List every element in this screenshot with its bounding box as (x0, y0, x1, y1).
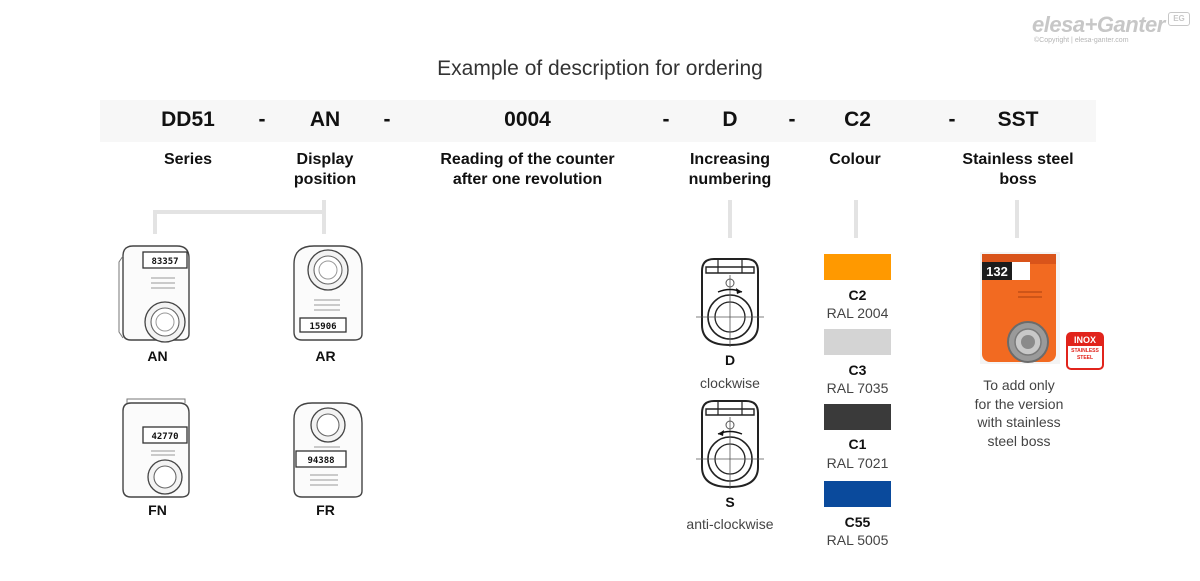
inox-badge-line: STEEL (1076, 355, 1094, 361)
counter-fr-icon: 94388 (293, 402, 363, 498)
label-colour: Colour (829, 151, 881, 168)
label-boss-line: Stainless steel (962, 151, 1074, 168)
brand-logo: elesa+Ganter EG ©Copyright | elesa-gante… (1032, 10, 1192, 50)
boss-note-line: To add only (983, 377, 1055, 393)
stainless-boss-photo-icon: 132 (980, 252, 1060, 364)
boss-note: To add only for the version with stainle… (950, 376, 1088, 450)
logo-text: elesa+Ganter (1032, 12, 1165, 37)
colour-ral: RAL 7035 (826, 380, 889, 396)
label-series: Series (163, 151, 213, 168)
code-separator: - (383, 108, 391, 131)
code-reading: 0004 (504, 108, 551, 131)
colour-code: C1 (848, 436, 867, 452)
boss-note-line: with stainless (977, 414, 1061, 430)
colour-ral: RAL 7021 (826, 455, 889, 471)
label-reading-line: after one revolution (452, 171, 603, 188)
counter-an-icon: 83357 (118, 245, 190, 343)
colour-connector-line (854, 200, 858, 238)
variant-label: FR (316, 502, 335, 518)
code-separator: - (948, 108, 956, 131)
label-reading: Reading of the counter after one revolut… (410, 150, 645, 190)
label-boss-line: boss (999, 171, 1037, 188)
photo-digits: 132 (986, 264, 1008, 279)
logo-copyright: ©Copyright | elesa-ganter.com (1034, 37, 1129, 44)
colour-swatch (824, 329, 891, 355)
label-display-line: position (293, 171, 357, 188)
code-numbering: D (722, 108, 738, 131)
page-title: Example of description for ordering (437, 57, 763, 80)
counter-fn-icon: 42770 (122, 398, 190, 498)
boss-note-line: for the version (974, 395, 1064, 412)
display-connector-line (155, 210, 325, 214)
label-numbering-line: numbering (688, 171, 772, 188)
label-numbering: Increasing numbering (665, 150, 795, 190)
counter-ar-icon: 15906 (293, 245, 363, 341)
inox-badge: INOX STAINLESS STEEL (1066, 332, 1104, 370)
numbering-code: D (724, 352, 736, 368)
logo-badge: EG (1168, 12, 1190, 26)
colour-ral: RAL 5005 (826, 532, 889, 548)
code-separator: - (258, 108, 266, 131)
inox-badge-line: STAINLESS (1071, 348, 1099, 354)
label-boss: Stainless steel boss (943, 150, 1093, 190)
variant-label: AR (315, 348, 336, 364)
label-reading-line: Reading of the counter (440, 151, 615, 168)
label-numbering-line: Increasing (689, 151, 771, 168)
colour-swatch (824, 404, 891, 430)
display-connector-line (153, 210, 157, 234)
colour-code: C2 (848, 287, 867, 303)
boss-connector-line (1015, 200, 1019, 238)
code-colour: C2 (844, 108, 871, 131)
inox-badge-title: INOX (1068, 334, 1102, 346)
label-display-line: Display (296, 151, 354, 168)
numbering-desc: clockwise (700, 375, 760, 391)
colour-code: C55 (844, 514, 871, 530)
colour-swatch (824, 254, 891, 280)
variant-label: FN (148, 502, 167, 518)
counter-digits: 94388 (307, 456, 334, 466)
colour-ral: RAL 2004 (826, 305, 889, 321)
counter-digits: 83357 (151, 257, 178, 267)
numbering-desc: anti-clockwise (686, 516, 774, 532)
numbering-connector-line (728, 200, 732, 238)
colour-code: C3 (848, 362, 867, 378)
colour-swatch (824, 481, 891, 507)
code-series: DD51 (161, 108, 215, 131)
label-display: Display position (265, 150, 385, 190)
counter-digits: 42770 (151, 432, 178, 442)
boss-note-line: steel boss (987, 432, 1051, 449)
anticlockwise-diagram-icon (696, 400, 764, 489)
variant-label: AN (147, 348, 168, 364)
order-code-bar (100, 100, 1096, 142)
code-display: AN (309, 108, 341, 131)
code-boss: SST (997, 108, 1039, 131)
numbering-code: S (725, 494, 735, 510)
display-connector-line (322, 200, 326, 234)
clockwise-diagram-icon (696, 258, 764, 347)
code-separator: - (662, 108, 670, 131)
counter-digits: 15906 (309, 322, 336, 332)
code-separator: - (788, 108, 796, 131)
